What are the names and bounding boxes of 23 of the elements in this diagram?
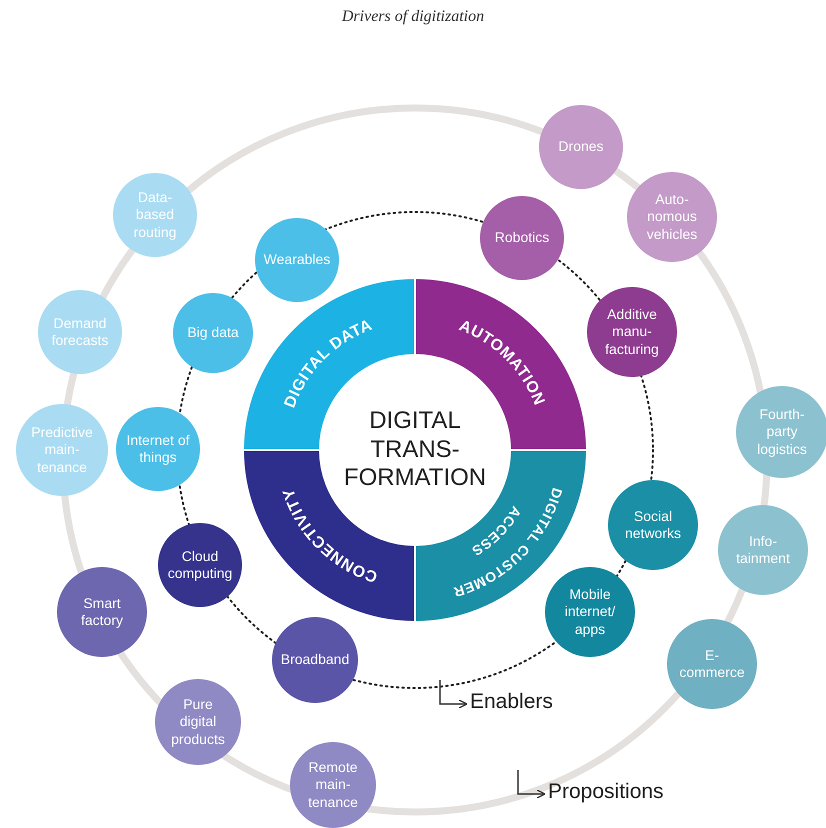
proposition-circle: E-commerce — [667, 619, 757, 709]
title: Drivers of digitization — [340, 8, 486, 26]
proposition-circle: Smart factory — [57, 567, 147, 657]
enabler-circle: Additive manu-facturing — [587, 287, 677, 377]
enabler-circle: Cloud computing — [158, 523, 242, 607]
proposition-circle: Predictive main-tenance — [16, 404, 108, 496]
enabler-circle: Social networks — [608, 480, 698, 570]
proposition-circle: Info-tainment — [718, 505, 808, 595]
proposition-circle: Pure digital products — [155, 679, 241, 765]
proposition-circle: Remote main-tenance — [290, 742, 376, 828]
enabler-circle: Internet of things — [116, 407, 200, 491]
proposition-circle: Fourth-party logistics — [736, 386, 826, 478]
ring-label: Propositions — [548, 780, 664, 804]
enabler-circle: Big data — [173, 293, 253, 373]
proposition-circle: Auto-nomous vehicles — [627, 172, 717, 262]
proposition-circle: Demand forecasts — [38, 290, 122, 374]
enabler-circle: Broadband — [272, 617, 358, 703]
proposition-circle: Data-based routing — [113, 173, 197, 257]
enabler-circle: Wearables — [255, 218, 339, 302]
enabler-circle: Robotics — [480, 196, 564, 280]
enabler-circle: Mobile internet/ apps — [545, 567, 635, 657]
ring-label: Enablers — [470, 690, 553, 714]
proposition-circle: Drones — [539, 105, 623, 189]
